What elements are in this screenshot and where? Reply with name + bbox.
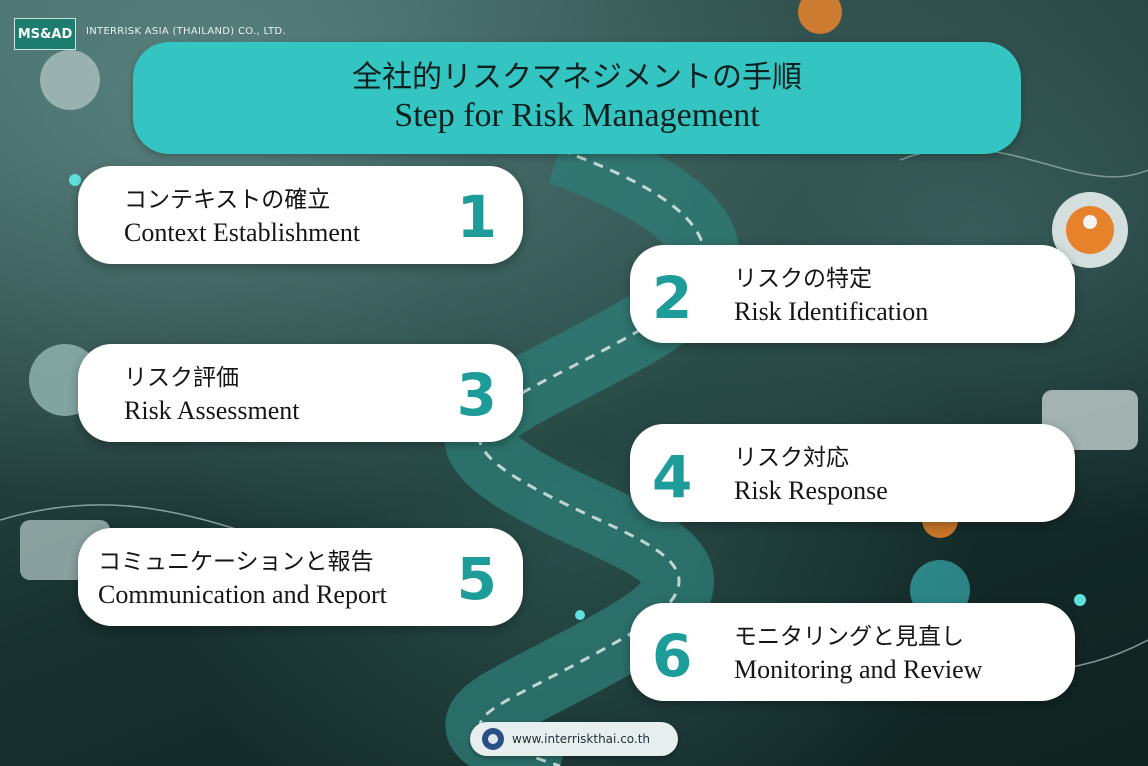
step-2-number: 2 [652,264,693,332]
step-card-6: 6 モニタリングと見直し Monitoring and Review [630,603,1075,701]
step-6-japanese: モニタリングと見直し [734,624,964,650]
step-5-number: 5 [456,545,497,613]
title-english: Step for Risk Management [394,96,760,134]
step-3-english: Risk Assessment [124,396,300,425]
step-3-number: 3 [456,361,497,429]
step-4-japanese: リスク対応 [734,445,849,471]
step-card-4: 4 リスク対応 Risk Response [630,424,1075,522]
step-card-5: コミュニケーションと報告 Communication and Report 5 [78,528,523,626]
step-2-english: Risk Identification [734,297,929,326]
step-5-english: Communication and Report [98,580,387,609]
title-japanese: 全社的リスクマネジメントの手順 [352,59,802,95]
step-card-2: 2 リスクの特定 Risk Identification [630,245,1075,343]
step-4-number: 4 [652,443,693,511]
step-3-japanese: リスク評価 [124,365,239,391]
step-6-number: 6 [652,622,693,690]
company-logo: MS&AD [14,18,76,50]
step-card-3: リスク評価 Risk Assessment 3 [78,344,523,442]
step-6-english: Monitoring and Review [734,655,983,684]
company-name: INTERRISK ASIA (THAILAND) CO., LTD. [86,26,286,37]
globe-icon [482,728,504,750]
title-banner: 全社的リスクマネジメントの手順 Step for Risk Management [133,42,1021,154]
step-card-1: コンテキストの確立 Context Establishment 1 [78,166,523,264]
step-4-english: Risk Response [734,476,888,505]
step-1-english: Context Establishment [124,218,361,247]
website-link[interactable]: www.interriskthai.co.th [470,722,678,756]
step-1-number: 1 [456,183,497,251]
step-2-japanese: リスクの特定 [734,266,872,292]
step-1-japanese: コンテキストの確立 [124,187,331,213]
step-5-japanese: コミュニケーションと報告 [98,549,374,575]
website-url[interactable]: www.interriskthai.co.th [512,732,651,746]
